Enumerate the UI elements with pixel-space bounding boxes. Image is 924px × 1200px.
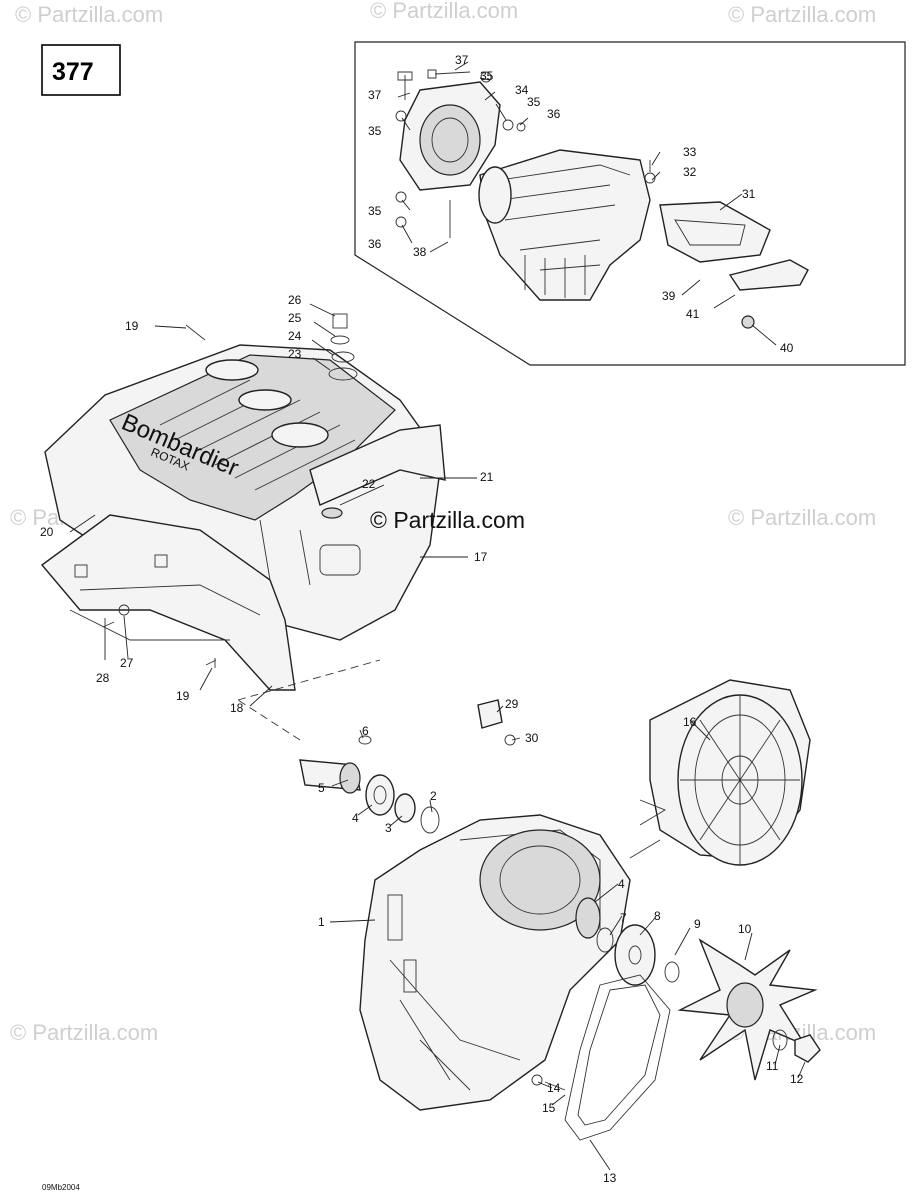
leader-lines bbox=[69, 61, 806, 1171]
callout-21: 21 bbox=[480, 470, 494, 484]
callout-5: 5 bbox=[318, 781, 325, 795]
sheet-number: 377 bbox=[52, 58, 94, 86]
callout-35: 35 bbox=[527, 95, 541, 109]
callout-41: 41 bbox=[686, 307, 700, 321]
callout-35: 35 bbox=[368, 124, 382, 138]
callout-12: 12 bbox=[790, 1072, 804, 1086]
callout-8: 8 bbox=[654, 909, 661, 923]
callout-40: 40 bbox=[780, 341, 794, 355]
fan-and-pulley bbox=[531, 924, 821, 1141]
callout-6: 6 bbox=[362, 724, 369, 738]
callout-31: 31 bbox=[742, 187, 756, 201]
callout-25: 25 bbox=[288, 311, 302, 325]
fan-housing bbox=[359, 814, 631, 1111]
watermark: © Partzilla.com bbox=[728, 505, 876, 530]
callout-2: 2 bbox=[430, 789, 437, 803]
callout-22: 22 bbox=[362, 477, 376, 491]
callout-labels: 37 37 35 34 35 36 35 35 36 38 33 32 31 3… bbox=[40, 53, 804, 1185]
watermark: © Partzilla.com bbox=[728, 2, 876, 27]
callout-11: 11 bbox=[766, 1059, 779, 1073]
callout-3: 3 bbox=[385, 821, 392, 835]
shaft-assembly bbox=[237, 659, 440, 834]
clip-hardware bbox=[102, 621, 516, 746]
callout-38: 38 bbox=[413, 245, 427, 259]
engine-cowl-assembly: Bombardier ROTAX bbox=[40, 313, 446, 691]
callout-35: 35 bbox=[368, 204, 382, 218]
partzilla-watermark: © Partzilla.com bbox=[370, 507, 525, 533]
callout-34: 34 bbox=[515, 83, 529, 97]
callout-37: 37 bbox=[455, 53, 469, 67]
callout-19: 19 bbox=[125, 319, 139, 333]
diagram-code: 09Mb2004 bbox=[42, 1183, 80, 1192]
callout-16: 16 bbox=[683, 715, 697, 729]
callout-24: 24 bbox=[288, 329, 302, 343]
callout-29: 29 bbox=[505, 697, 519, 711]
callout-26: 26 bbox=[288, 293, 302, 307]
fan-guard bbox=[629, 679, 811, 866]
callout-17: 17 bbox=[474, 550, 488, 564]
callout-36: 36 bbox=[368, 237, 382, 251]
callout-35: 35 bbox=[480, 69, 494, 83]
callout-7: 7 bbox=[620, 911, 627, 925]
inset-engine-view bbox=[354, 41, 906, 366]
callout-32: 32 bbox=[683, 165, 697, 179]
callout-15: 15 bbox=[542, 1101, 556, 1115]
callout-18: 18 bbox=[230, 701, 244, 715]
sheet-number-box: 377 bbox=[41, 44, 121, 96]
callout-23: 23 bbox=[288, 347, 302, 361]
callout-10: 10 bbox=[738, 922, 752, 936]
watermark: © Partzilla.com bbox=[15, 2, 163, 27]
callout-39: 39 bbox=[662, 289, 676, 303]
callout-13: 13 bbox=[603, 1171, 617, 1185]
callout-36: 36 bbox=[547, 107, 561, 121]
callout-20: 20 bbox=[40, 525, 54, 539]
callout-14: 14 bbox=[547, 1081, 561, 1095]
callout-19: 19 bbox=[176, 689, 190, 703]
callout-28: 28 bbox=[96, 671, 110, 685]
callout-30: 30 bbox=[525, 731, 539, 745]
callout-37: 37 bbox=[368, 88, 382, 102]
callout-1: 1 bbox=[318, 915, 325, 929]
callout-27: 27 bbox=[120, 656, 134, 670]
callout-33: 33 bbox=[683, 145, 697, 159]
watermark: © Partzilla.com bbox=[10, 1020, 158, 1045]
watermark: © Partzilla.com bbox=[370, 0, 518, 23]
callout-4: 4 bbox=[352, 811, 359, 825]
callout-4: 4 bbox=[618, 877, 625, 891]
callout-9: 9 bbox=[694, 917, 701, 931]
